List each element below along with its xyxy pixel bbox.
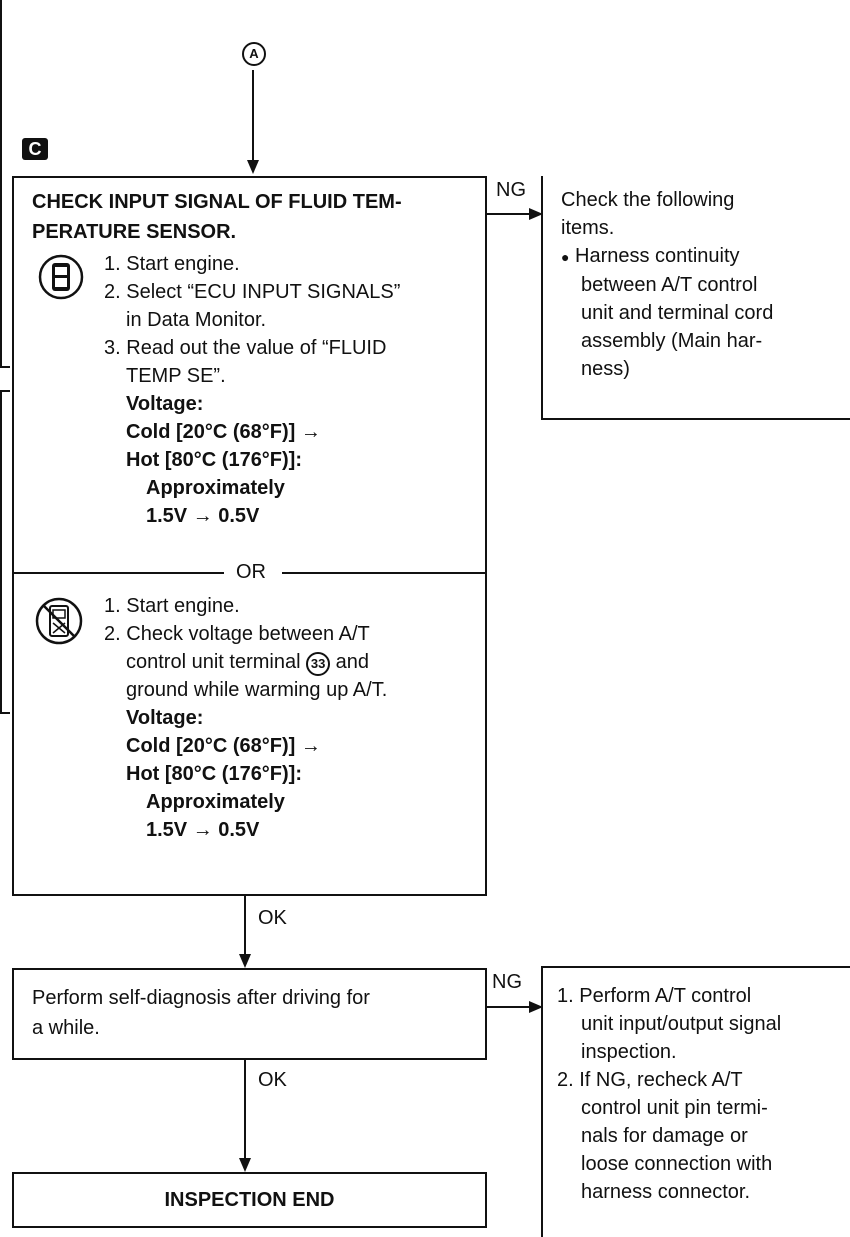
left-margin-tick-mid [0,390,10,392]
box2-line2: a while. [32,1017,100,1039]
ng-box-2-item1-cont2: inspection. [581,1041,677,1063]
ng-box-2-item2-cont2: nals for damage or [581,1125,748,1147]
no-tools-spec-value: 1.5V → 0.5V [146,819,260,841]
flow-line-a [252,70,254,162]
box1-title-line2: PERATURE SENSOR. [32,221,237,243]
flow-arrow-a [247,160,259,174]
ng-box-2-item2-cont4: harness connector. [581,1181,750,1203]
or-divider-right [282,572,487,574]
consult-step-2-cont: in Data Monitor. [126,309,267,331]
ng1-line [487,213,531,215]
or-label: OR [236,561,266,583]
ng2-line [487,1006,531,1008]
box1-title-line1: CHECK INPUT SIGNAL OF FLUID TEM- [32,191,402,213]
ng-box-1-bullet-cont1: between A/T control [581,274,758,296]
ok1-label: OK [258,907,287,929]
consult-step-3: 3. Read out the value of “FLUID [104,337,387,359]
no-tools-step-2-cont: control unit terminal 33 and [104,648,387,676]
consult-spec-hot: Hot [80°C (176°F)]: [126,449,303,471]
ok2-arrow [239,1158,251,1172]
ng-box-2-item2-cont3: loose connection with [581,1153,773,1175]
no-tools-icon [34,596,84,651]
consult-spec-voltage: Voltage: [126,393,204,415]
ng-box-2-item2-cont1: control unit pin termi- [581,1097,768,1119]
ng-box-1-line1: Check the following [561,189,735,211]
consult-step-2: 2. Select “ECU INPUT SIGNALS” [104,281,401,303]
no-tools-spec-approx: Approximately [146,791,285,813]
consult-step-3-cont: TEMP SE”. [126,365,226,387]
consult-step-1: 1. Start engine. [104,253,240,275]
no-tools-spec-hot: Hot [80°C (176°F)]: [126,763,303,785]
ok1-arrow [239,954,251,968]
bullet-icon: ● [561,249,570,265]
left-margin-line-top [0,0,2,368]
ng-box-2-item1: 1. Perform A/T control [557,985,752,1007]
ng-box-2: 1. Perform A/T control unit input/output… [541,966,850,1237]
consult-steps: 1. Start engine. 2. Select “ECU INPUT SI… [104,250,400,530]
no-tools-step-2-cont2: ground while warming up A/T. [126,679,388,701]
ng1-label: NG [496,179,526,201]
left-margin-line-bottom [0,390,2,714]
ng-box-1-bullet: ● Harness continuity [561,245,740,267]
terminal-33-badge: 33 [306,652,331,676]
ng-box-1-bullet-cont4: ness) [581,358,630,380]
self-diagnosis-box: Perform self-diagnosis after driving for… [12,968,487,1060]
ok1-line [244,896,246,956]
no-tools-steps: 1. Start engine. 2. Check voltage betwee… [104,592,387,844]
left-margin-tick-bottom [0,712,10,714]
consult-spec-cold: Cold [20°C (68°F)] → [126,421,321,443]
ok2-line [244,1060,246,1160]
or-divider-left [14,572,224,574]
check-fluid-temp-box: CHECK INPUT SIGNAL OF FLUID TEM- PERATUR… [12,176,487,896]
ng2-arrow [529,1001,543,1013]
consult-tester-icon [38,254,84,305]
consult-spec-approx: Approximately [146,477,285,499]
section-badge: C [22,138,48,160]
ng-box-2-item1-cont1: unit input/output signal [581,1013,782,1035]
ng2-label: NG [492,971,522,993]
left-margin-tick-top [0,366,10,368]
ng-box-2-content: 1. Perform A/T control unit input/output… [557,982,781,1206]
inspection-end-label: INSPECTION END [164,1189,335,1211]
no-tools-spec-cold: Cold [20°C (68°F)] → [126,735,321,757]
ng-box-1-line2: items. [561,217,615,239]
ok2-label: OK [258,1069,287,1091]
ng-box-2-item2: 2. If NG, recheck A/T [557,1069,743,1091]
box2-line1: Perform self-diagnosis after driving for [32,987,370,1009]
no-tools-spec-voltage: Voltage: [126,707,204,729]
ng-box-1-bullet-cont2: unit and terminal cord [581,302,774,324]
ng-box-1-bullet-cont3: assembly (Main har- [581,330,763,352]
ng-box-1: Check the following items. ● Harness con… [541,176,850,420]
consult-spec-value: 1.5V → 0.5V [146,505,260,527]
connector-a-label: A [242,42,266,66]
ng-box-1-content: Check the following items. ● Harness con… [561,186,773,383]
no-tools-step-2: 2. Check voltage between A/T [104,623,370,645]
connector-a: A [242,42,266,66]
no-tools-step-1: 1. Start engine. [104,595,240,617]
inspection-end-box: INSPECTION END [12,1172,487,1228]
ng1-arrow [529,208,543,220]
